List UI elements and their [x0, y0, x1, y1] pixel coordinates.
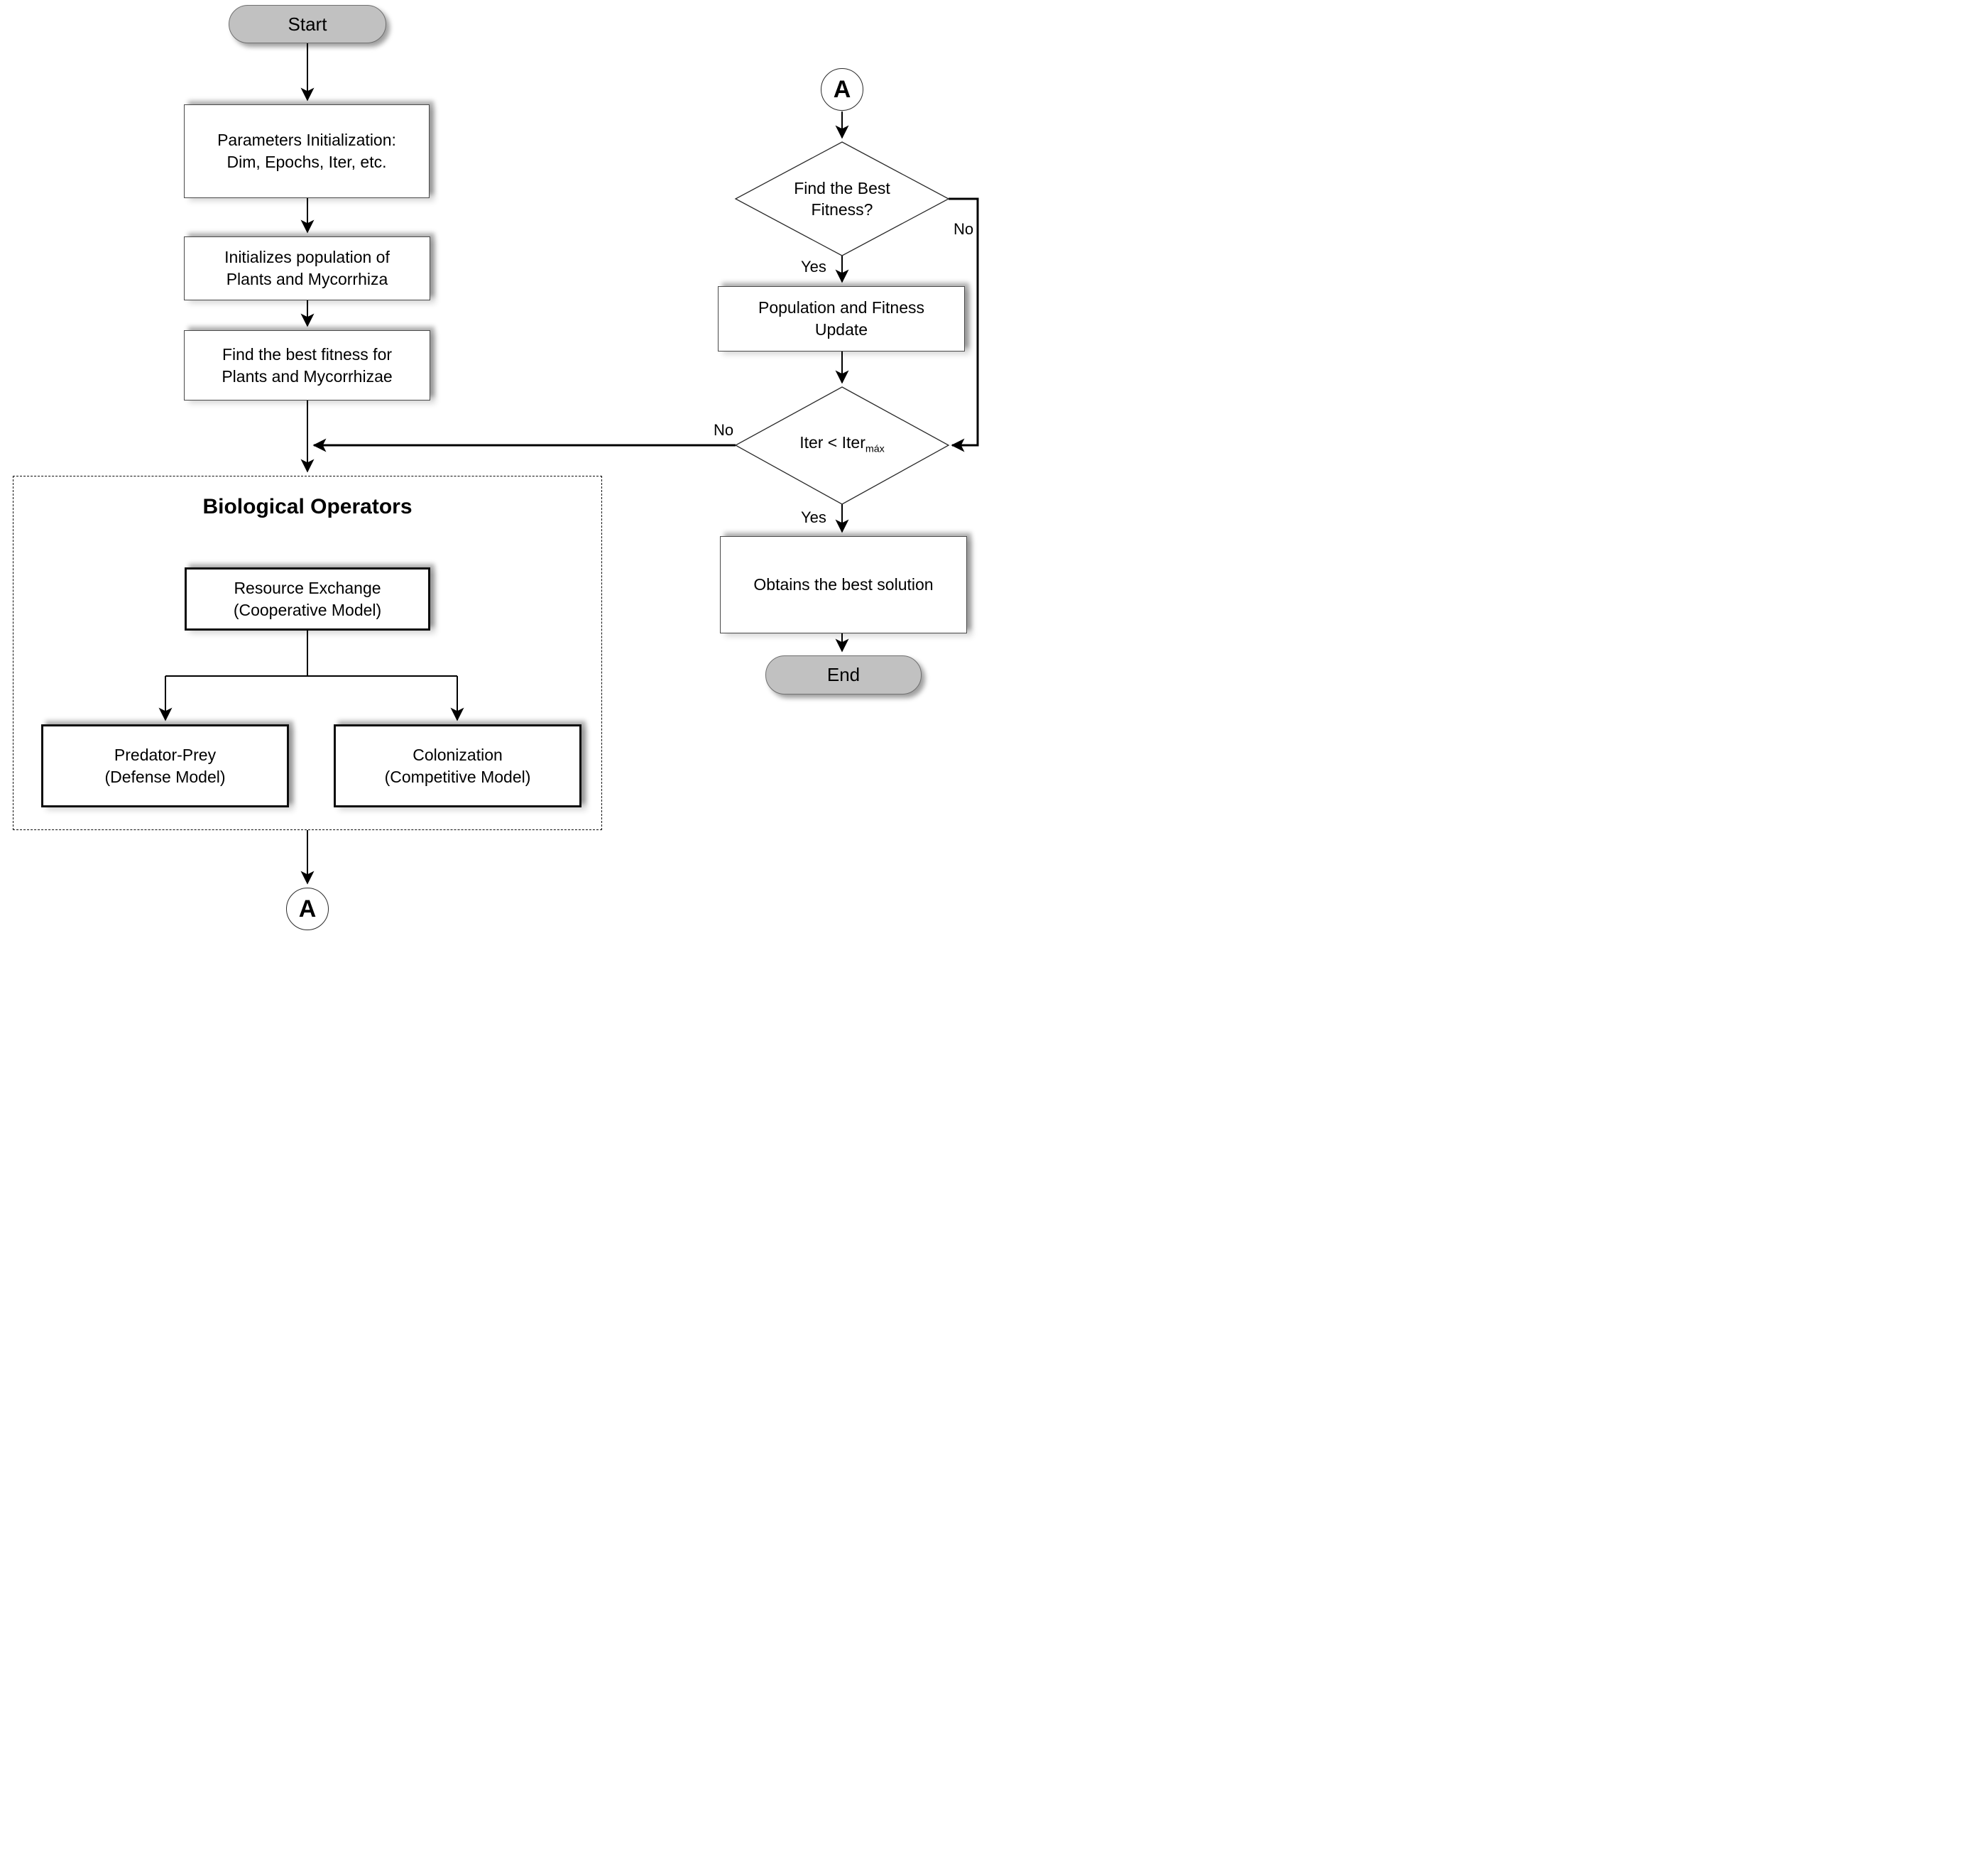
- iter-no-label: No: [714, 421, 734, 439]
- find-fitness-line1: Find the best fitness for: [222, 344, 393, 364]
- obtains-solution-box: Obtains the best solution: [720, 536, 967, 633]
- flowchart-canvas: Biological Operators Start End Parameter…: [0, 0, 994, 937]
- flow-connectors: [158, 43, 979, 885]
- parameters-line2: Dim, Epochs, Iter, etc.: [226, 153, 387, 171]
- colonization-line1: Colonization: [413, 745, 503, 764]
- edge-fitness-no: [949, 197, 979, 452]
- biological-operators-title: Biological Operators: [202, 495, 413, 518]
- find-fitness-line2: Plants and Mycorrhizae: [222, 366, 393, 386]
- decision-best-fitness-text: Find the Best Fitness?: [736, 142, 949, 256]
- colonization-line2: (Competitive Model): [384, 767, 531, 786]
- fitness-no-label: No: [954, 220, 974, 238]
- population-update-line1: Population and Fitness: [758, 298, 924, 317]
- connector-a-top-label: A: [833, 75, 851, 103]
- population-update-box: Population and Fitness Update: [718, 286, 965, 352]
- population-update-line2: Update: [814, 320, 868, 339]
- parameters-initialization-box: Parameters Initialization: Dim, Epochs, …: [184, 104, 430, 198]
- decision-fitness-line1: Find the Best: [794, 179, 890, 197]
- resource-exchange-line2: (Cooperative Model): [233, 600, 382, 619]
- initializes-population-box: Initializes population of Plants and Myc…: [184, 236, 430, 300]
- fitness-yes-label: Yes: [801, 258, 826, 276]
- colonization-box: Colonization (Competitive Model): [334, 724, 581, 807]
- start-terminal: Start: [229, 5, 386, 43]
- iter-yes-label: Yes: [801, 508, 826, 526]
- connector-a-bottom: A: [286, 888, 329, 930]
- end-label: End: [826, 664, 861, 685]
- predator-prey-line1: Predator-Prey: [114, 745, 217, 764]
- decision-iter-subscript: máx: [865, 443, 885, 455]
- decision-iter-shape: [734, 386, 950, 505]
- find-best-fitness-box: Find the best fitness for Plants and Myc…: [184, 330, 430, 401]
- connector-a-bottom-label: A: [298, 895, 317, 922]
- predator-prey-box: Predator-Prey (Defense Model): [41, 724, 289, 807]
- connector-a-top: A: [821, 68, 863, 111]
- biological-operators-group: Biological Operators: [13, 476, 602, 830]
- decision-fitness-line2: Fitness?: [811, 200, 873, 219]
- predator-prey-line2: (Defense Model): [104, 767, 226, 786]
- decision-iter-main: Iter < Iter: [799, 432, 865, 452]
- init-population-line1: Initializes population of: [224, 248, 390, 266]
- parameters-line1: Parameters Initialization:: [217, 131, 396, 149]
- start-label: Start: [288, 13, 327, 35]
- decision-best-fitness-shape: [734, 141, 950, 256]
- init-population-line2: Plants and Mycorrhiza: [226, 270, 388, 288]
- end-terminal: End: [765, 655, 922, 694]
- obtains-solution-label: Obtains the best solution: [753, 575, 934, 594]
- resource-exchange-line1: Resource Exchange: [234, 578, 381, 597]
- resource-exchange-box: Resource Exchange (Cooperative Model): [185, 567, 430, 631]
- decision-iter-text: Iter < Itermáx: [736, 387, 949, 504]
